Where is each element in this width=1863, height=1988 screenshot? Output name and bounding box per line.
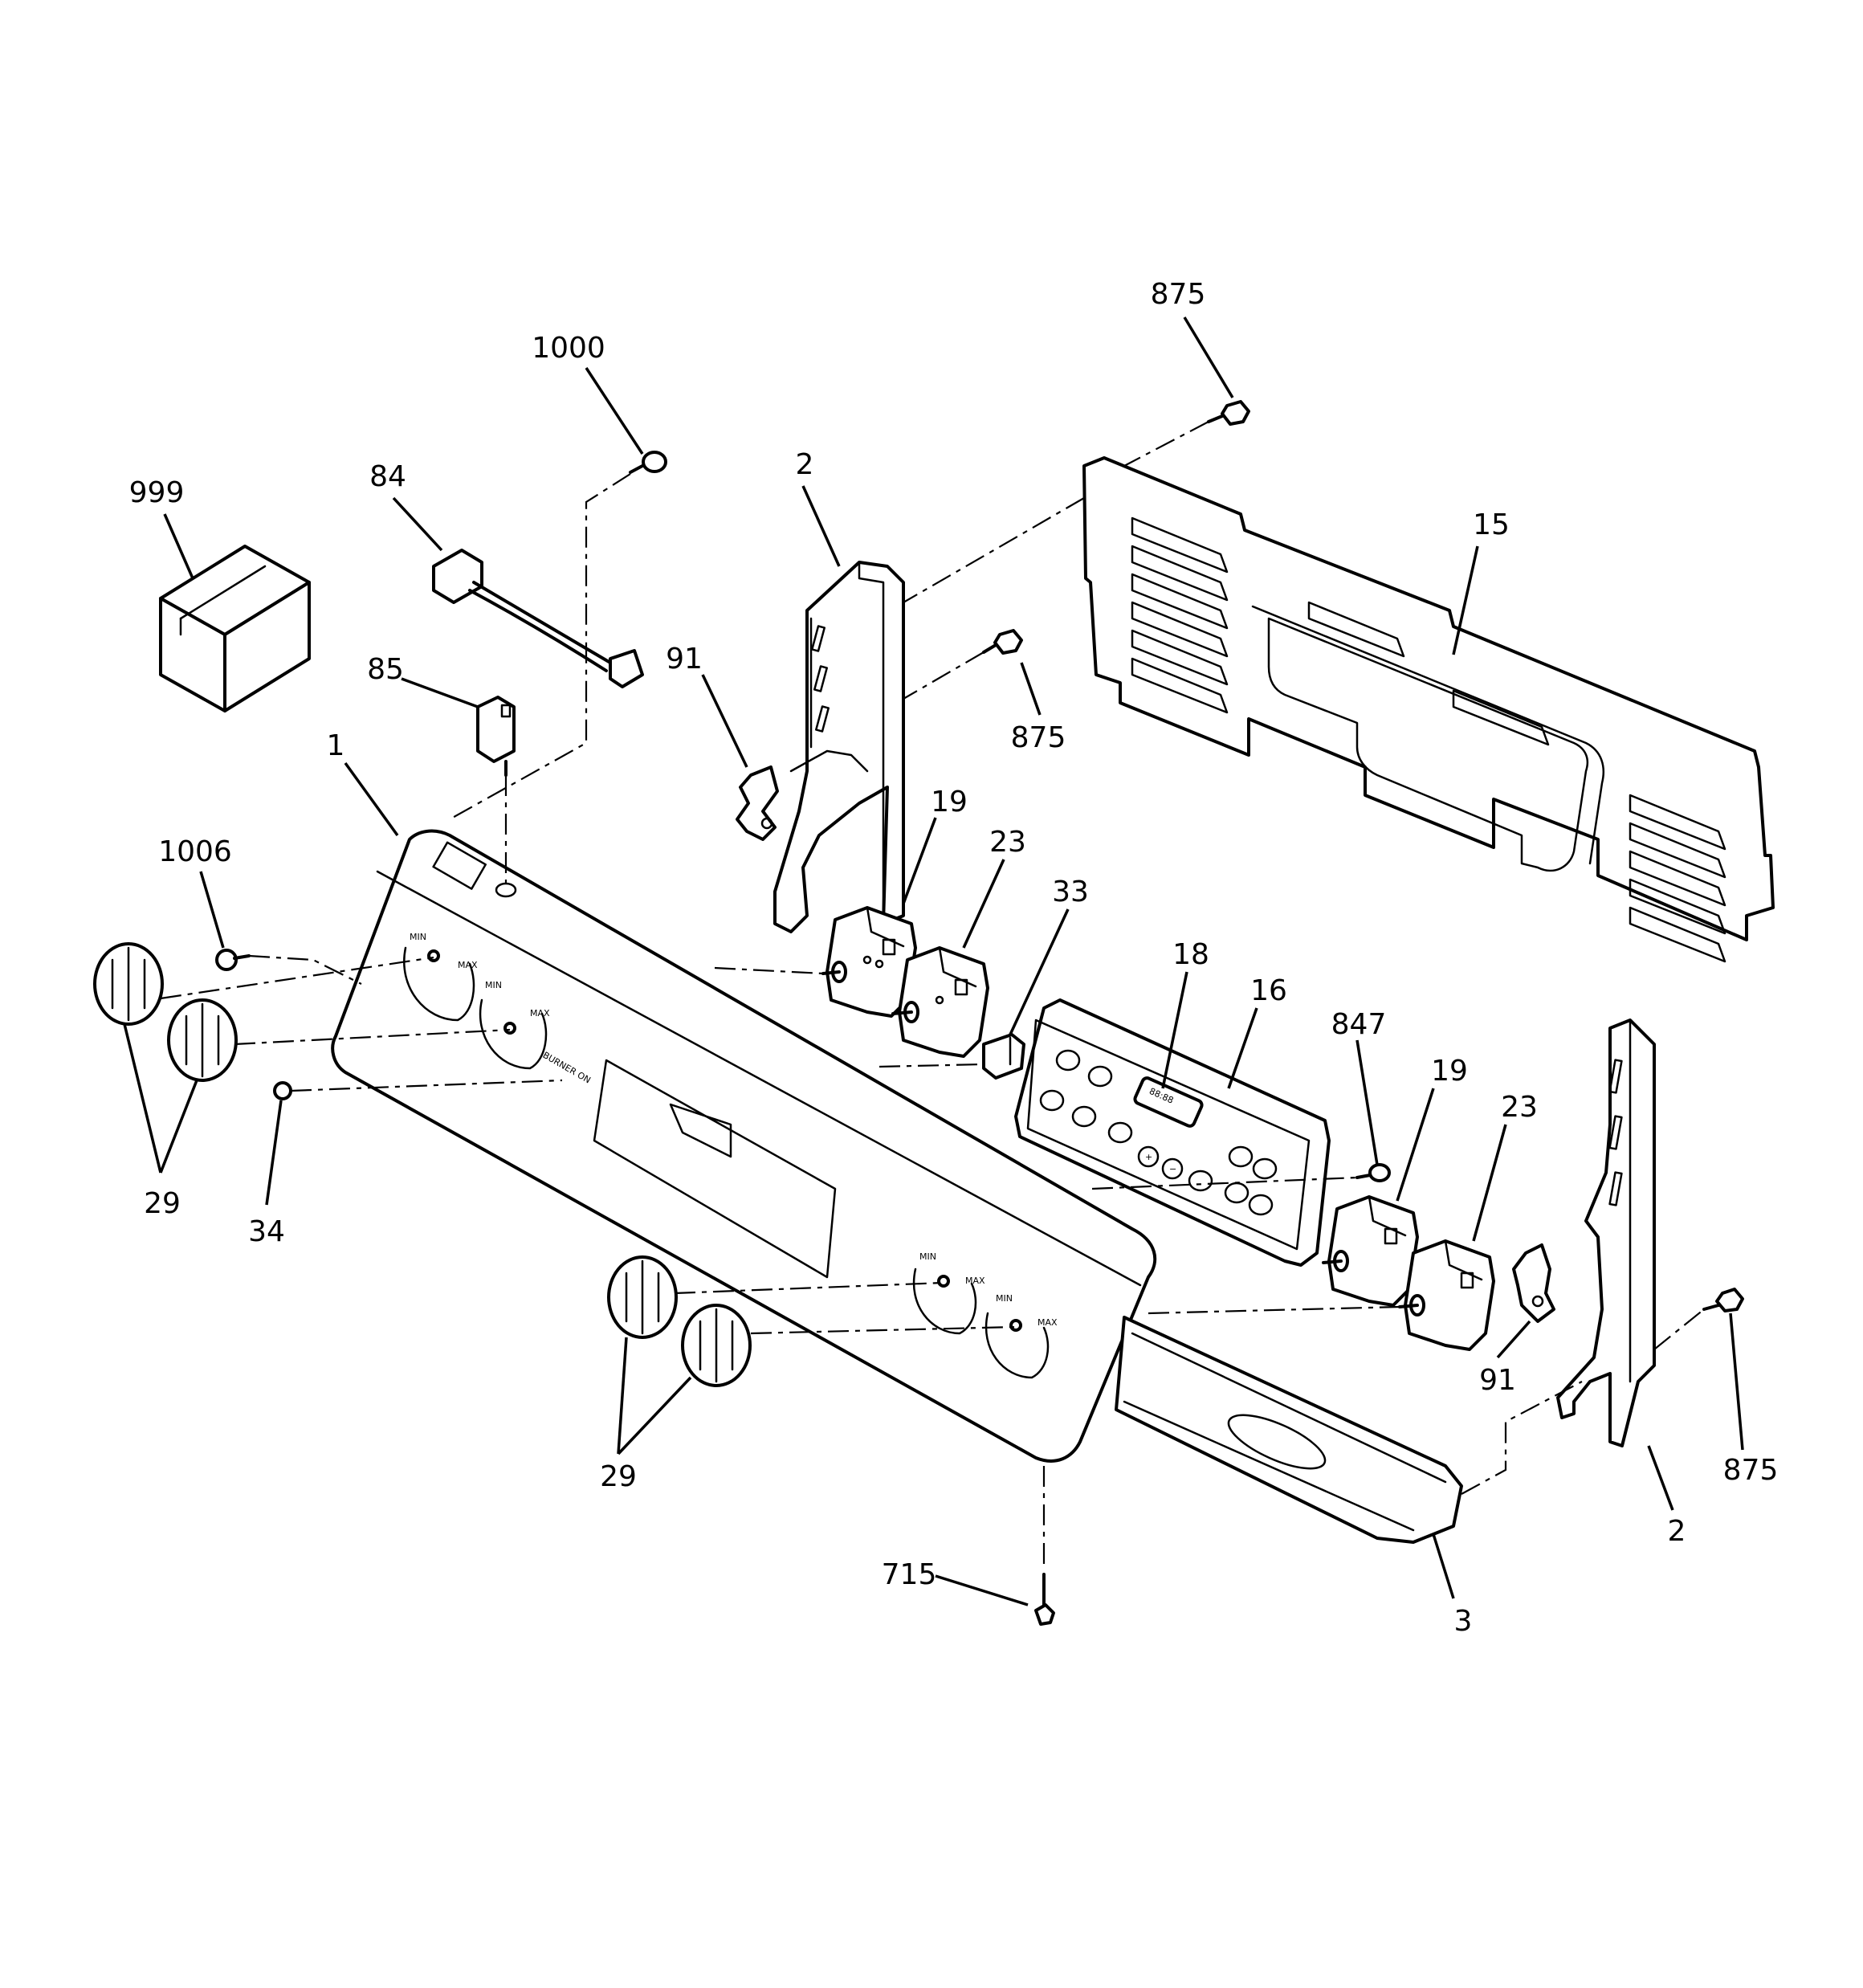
callout-29-left: 29 — [144, 1187, 181, 1220]
part-3-trim — [1115, 1316, 1463, 1544]
minus-key-label: − — [1169, 1164, 1176, 1174]
callout-23-left: 23 — [989, 826, 1026, 859]
callout-labels: 875 1000 999 84 2 15 91 85 875 1 19 23 1… — [129, 278, 1779, 1638]
part-1000-screw — [629, 451, 667, 474]
callout-875-right: 875 — [1723, 1454, 1779, 1487]
callout-847: 847 — [1331, 1008, 1387, 1041]
callout-91-left: 91 — [666, 643, 703, 676]
callout-2-left: 2 — [796, 448, 814, 481]
part-23-switch-left — [891, 946, 989, 1058]
callout-15: 15 — [1473, 508, 1510, 541]
callout-23-right: 23 — [1501, 1091, 1538, 1124]
part-1006-screw — [215, 949, 251, 971]
louvers-right — [1629, 794, 1726, 963]
callout-1006: 1006 — [158, 835, 232, 868]
part-2-right-bracket — [1556, 1018, 1656, 1447]
callout-999: 999 — [129, 476, 185, 509]
part-34-indicator — [273, 1081, 292, 1100]
knob — [607, 1255, 678, 1339]
callout-875-mid: 875 — [1011, 721, 1066, 754]
part-2-left-bracket — [773, 561, 905, 933]
dial-min-label: MIN — [485, 980, 502, 990]
part-15-back-panel — [1082, 456, 1775, 963]
knob — [93, 942, 164, 1026]
callout-16: 16 — [1250, 974, 1287, 1007]
callout-18: 18 — [1172, 938, 1209, 971]
dial-right-front: MIN MAX — [984, 1293, 1058, 1379]
part-85-switch — [476, 696, 516, 777]
part-875-screw-right — [1702, 1288, 1744, 1312]
dial-min-label: MIN — [410, 932, 426, 942]
callout-33: 33 — [1052, 876, 1089, 908]
part-29-knobs-left — [93, 942, 238, 1082]
part-999-box — [159, 545, 311, 712]
leader-lines — [123, 316, 1744, 1606]
part-875-screw-mid — [982, 629, 1023, 655]
callout-2-right: 2 — [1668, 1515, 1686, 1548]
callout-91-right: 91 — [1479, 1364, 1516, 1397]
part-1-console: MIN MAX MIN MAX MIN MAX MIN MAX BURNER O… — [331, 829, 1157, 1463]
control-keypad — [1039, 1049, 1278, 1216]
callout-19-left: 19 — [931, 786, 968, 818]
callout-875-top: 875 — [1151, 278, 1206, 311]
part-19-switch-right — [1322, 1195, 1419, 1307]
knob — [167, 998, 238, 1082]
dial-max-label: MAX — [1037, 1317, 1058, 1328]
part-847-screw — [1355, 1163, 1391, 1182]
callout-715: 715 — [882, 1558, 937, 1591]
part-23-switch-right — [1398, 1239, 1495, 1351]
part-16-control-board: 88:88 + − — [1014, 998, 1331, 1267]
part-84-wire-harness — [432, 549, 644, 688]
plus-key-label: + — [1145, 1152, 1152, 1162]
dial-max-label: MAX — [965, 1276, 985, 1286]
dial-right-rear: MIN MAX — [912, 1251, 985, 1335]
part-91-right-clip — [1512, 1243, 1555, 1323]
dial-max-label: MAX — [458, 960, 478, 970]
louvers-left — [1131, 516, 1229, 714]
dial-left-rear: MIN MAX — [403, 932, 478, 1022]
callout-1000: 1000 — [532, 332, 605, 365]
callout-3: 3 — [1454, 1605, 1473, 1638]
part-91-left-clip — [736, 765, 779, 841]
part-33-rocker — [982, 1033, 1025, 1080]
callout-34: 34 — [248, 1215, 285, 1248]
part-715-screw — [1034, 1573, 1055, 1626]
callout-29-bottom: 29 — [600, 1460, 637, 1493]
dial-min-label: MIN — [996, 1293, 1013, 1304]
callout-84: 84 — [369, 460, 406, 493]
callout-85: 85 — [367, 653, 404, 686]
part-29-knobs-bottom — [607, 1255, 752, 1387]
dial-min-label: MIN — [919, 1251, 936, 1262]
callout-1: 1 — [327, 729, 345, 762]
dial-left-front: MIN MAX — [479, 980, 550, 1070]
knob — [681, 1304, 752, 1387]
dial-max-label: MAX — [530, 1008, 550, 1018]
callout-19-right: 19 — [1431, 1055, 1468, 1088]
part-875-screw-top — [1207, 400, 1250, 426]
assembly-lines — [160, 421, 1705, 1566]
